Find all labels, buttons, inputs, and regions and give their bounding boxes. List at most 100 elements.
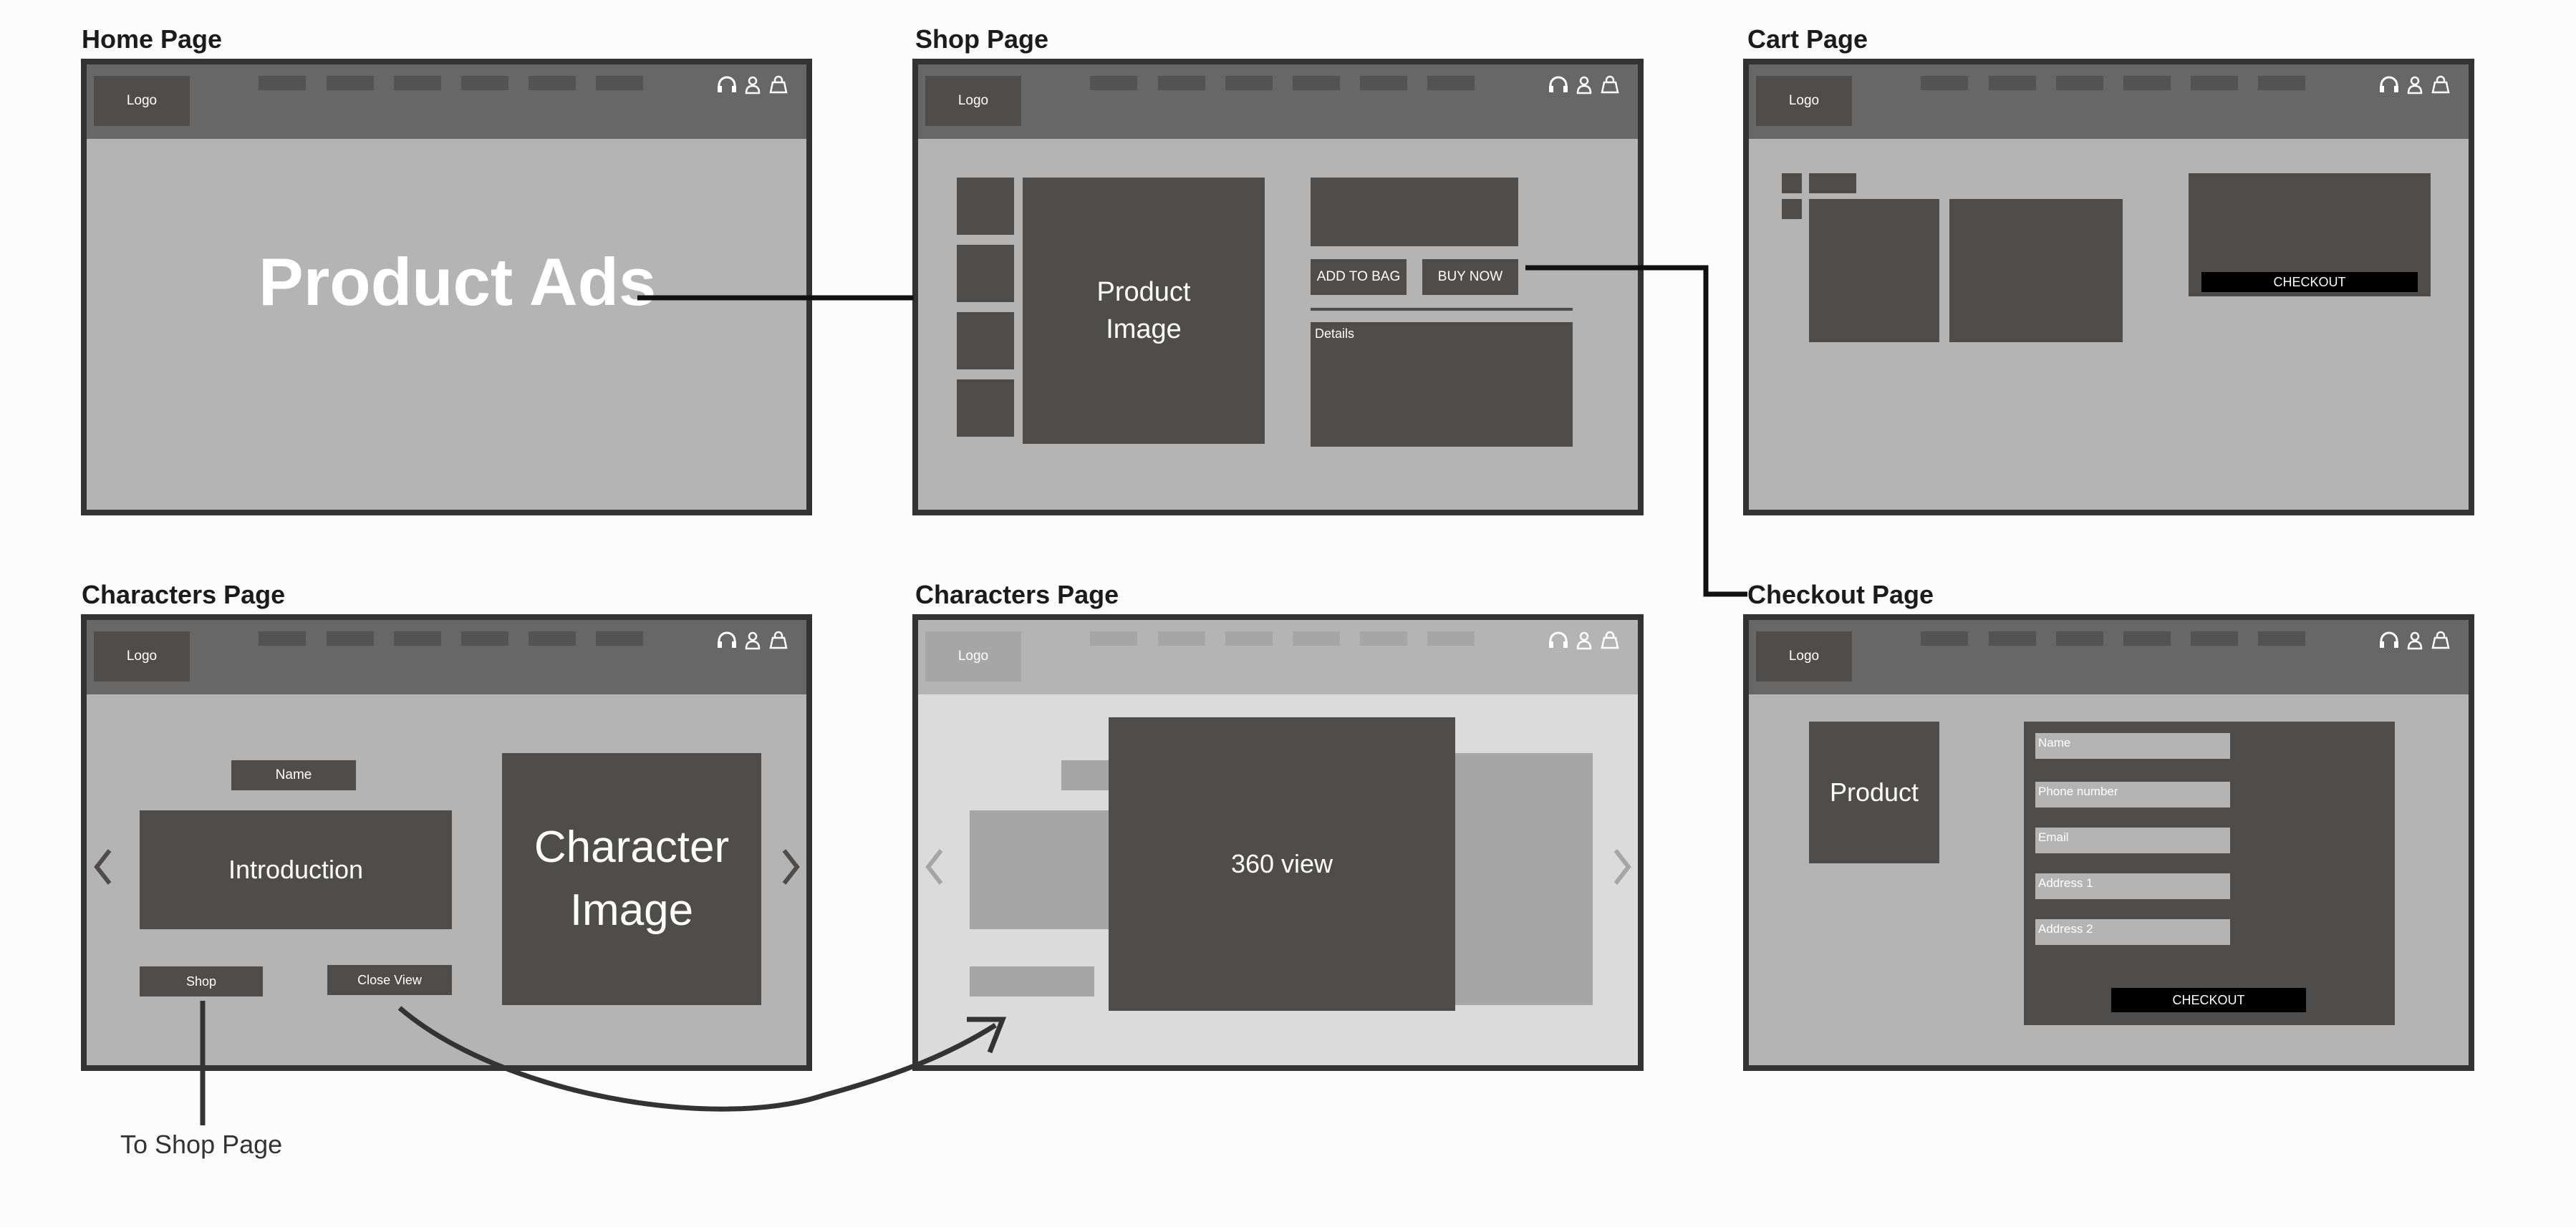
headphones-icon[interactable]	[1547, 630, 1570, 651]
thumbnail[interactable]	[957, 178, 1014, 235]
thumbnail[interactable]	[957, 245, 1014, 302]
chevron-right-icon[interactable]	[1611, 848, 1633, 886]
nav-item[interactable]	[596, 631, 643, 646]
home-page-title: Home Page	[82, 24, 223, 54]
nav-item[interactable]	[1921, 76, 1968, 90]
cart-item-image	[1809, 199, 1939, 342]
divider	[1311, 308, 1573, 311]
bag-icon[interactable]	[2429, 74, 2452, 96]
logo[interactable]: Logo	[925, 631, 1021, 682]
chevron-right-icon[interactable]	[780, 848, 801, 886]
chevron-left-icon[interactable]	[92, 848, 114, 886]
email-field[interactable]: Email	[2035, 828, 2230, 853]
characters-page-frame: Logo Name Introduction Character Image S…	[81, 614, 812, 1071]
nav-bar: Logo	[918, 64, 1638, 139]
headphones-icon[interactable]	[715, 630, 738, 651]
bag-icon[interactable]	[1598, 74, 1621, 96]
nav-item[interactable]	[596, 76, 643, 90]
nav-item[interactable]	[1225, 631, 1273, 646]
details-label: Details	[1315, 326, 1355, 341]
nav-item[interactable]	[1427, 76, 1475, 90]
nav-item[interactable]	[2191, 76, 2238, 90]
add-to-bag-button[interactable]: ADD TO BAG	[1311, 259, 1407, 295]
nav-item[interactable]	[394, 76, 441, 90]
nav-item[interactable]	[327, 76, 374, 90]
nav-item[interactable]	[2123, 76, 2171, 90]
buy-now-button[interactable]: BUY NOW	[1422, 259, 1518, 295]
nav-item[interactable]	[529, 76, 576, 90]
user-icon[interactable]	[741, 74, 764, 96]
nav-bar: Logo	[918, 620, 1638, 694]
logo[interactable]: Logo	[1756, 631, 1852, 682]
nav-item[interactable]	[259, 631, 306, 646]
logo[interactable]: Logo	[94, 76, 190, 126]
bag-icon[interactable]	[2429, 630, 2452, 651]
nav-item[interactable]	[1989, 76, 2036, 90]
nav-item[interactable]	[1090, 76, 1137, 90]
nav-item[interactable]	[1989, 631, 2036, 646]
product-ads-text: Product Ads	[259, 244, 657, 319]
nav-item[interactable]	[1158, 76, 1205, 90]
thumbnail[interactable]	[957, 312, 1014, 369]
to-shop-page-annotation: To Shop Page	[120, 1130, 283, 1159]
nav-item[interactable]	[461, 631, 508, 646]
nav-item[interactable]	[2258, 76, 2305, 90]
thumbnail[interactable]	[957, 379, 1014, 437]
nav-item[interactable]	[1360, 76, 1407, 90]
nav-item[interactable]	[259, 76, 306, 90]
user-icon[interactable]	[2403, 74, 2426, 96]
user-icon[interactable]	[1573, 630, 1596, 651]
address-2-field[interactable]: Address 2	[2035, 919, 2230, 945]
introduction-box: Introduction	[140, 810, 452, 929]
nav-item[interactable]	[2123, 631, 2171, 646]
nav-item[interactable]	[2056, 631, 2103, 646]
logo[interactable]: Logo	[1756, 76, 1852, 126]
nav-item[interactable]	[1921, 631, 1968, 646]
user-icon[interactable]	[2403, 630, 2426, 651]
headphones-icon[interactable]	[715, 74, 738, 96]
character-image: Character Image	[502, 753, 761, 1005]
headphones-icon[interactable]	[2378, 630, 2401, 651]
chevron-left-icon[interactable]	[924, 848, 945, 886]
close-view-button[interactable]: Close View	[327, 965, 452, 995]
nav-bar: Logo	[1749, 620, 2469, 694]
nav-item[interactable]	[1293, 631, 1340, 646]
logo[interactable]: Logo	[925, 76, 1021, 126]
nav-item[interactable]	[2056, 76, 2103, 90]
nav-item[interactable]	[1293, 76, 1340, 90]
nav-item[interactable]	[1158, 631, 1205, 646]
nav-item[interactable]	[1225, 76, 1273, 90]
nav-item[interactable]	[2258, 631, 2305, 646]
360-view-box[interactable]: 360 view	[1109, 717, 1455, 1011]
user-icon[interactable]	[1573, 74, 1596, 96]
checkout-button[interactable]: CHECKOUT	[2201, 272, 2418, 292]
nav-item[interactable]	[461, 76, 508, 90]
bag-icon[interactable]	[767, 630, 790, 651]
phone-number-field[interactable]: Phone number	[2035, 782, 2230, 808]
address-1-field[interactable]: Address 1	[2035, 873, 2230, 899]
item-checkbox[interactable]	[1782, 199, 1802, 219]
headphones-icon[interactable]	[1547, 74, 1570, 96]
logo[interactable]: Logo	[94, 631, 190, 682]
nav-item[interactable]	[327, 631, 374, 646]
bag-icon[interactable]	[767, 74, 790, 96]
checkout-page-title: Checkout Page	[1747, 580, 1934, 609]
headphones-icon[interactable]	[2378, 74, 2401, 96]
product-info-box	[1311, 178, 1518, 246]
checkout-button[interactable]: CHECKOUT	[2111, 988, 2306, 1012]
nav-item[interactable]	[1360, 631, 1407, 646]
product-image: Product Image	[1023, 178, 1265, 444]
nav-item[interactable]	[1427, 631, 1475, 646]
nav-item[interactable]	[394, 631, 441, 646]
name-field[interactable]: Name	[2035, 733, 2230, 759]
bag-icon[interactable]	[1598, 630, 1621, 651]
user-icon[interactable]	[741, 630, 764, 651]
character-name: Name	[231, 760, 356, 790]
shop-button[interactable]: Shop	[140, 966, 263, 996]
nav-item[interactable]	[1090, 631, 1137, 646]
nav-bar: Logo	[87, 64, 806, 139]
nav-item[interactable]	[529, 631, 576, 646]
select-all-checkbox[interactable]	[1782, 173, 1802, 193]
nav-item[interactable]	[2191, 631, 2238, 646]
